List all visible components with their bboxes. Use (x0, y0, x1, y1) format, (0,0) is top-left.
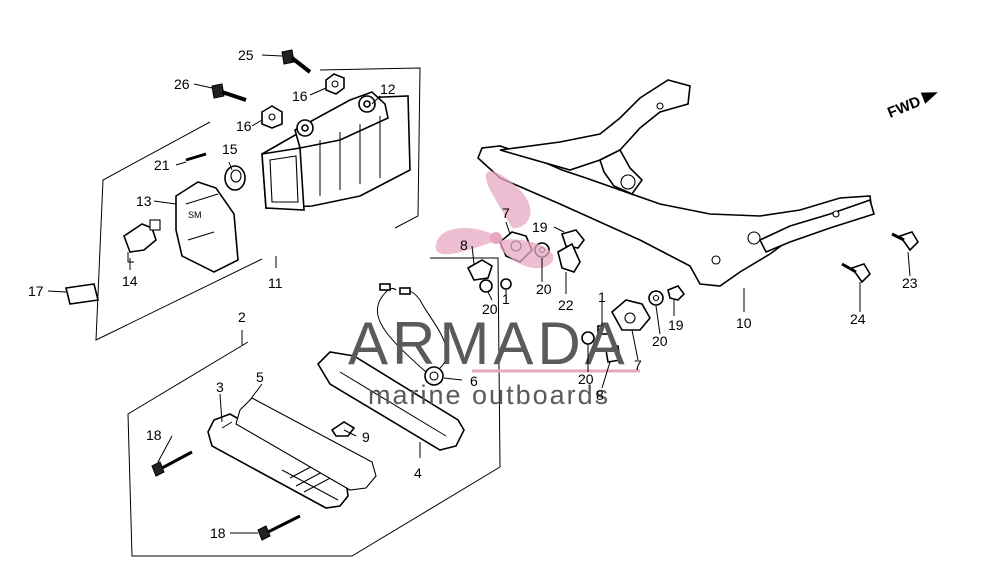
callout-18-lower: 18 (210, 525, 226, 541)
callout-15: 15 (222, 141, 238, 157)
callout-2: 2 (238, 309, 246, 325)
armada-watermark: ARMADA marine outboards (348, 171, 640, 410)
callout-26: 26 (174, 76, 190, 92)
callout-6: 6 (470, 373, 478, 389)
bolt-parts-right (841, 231, 920, 284)
bracket-assembly-group-box (95, 67, 421, 341)
callout-19-left: 19 (532, 219, 548, 235)
callout-1-left: 1 (502, 291, 510, 307)
callout-5: 5 (256, 369, 264, 385)
socket-part (123, 219, 161, 263)
callout-13: 13 (136, 193, 152, 209)
flange-nut-parts (261, 73, 345, 129)
screw-parts (151, 450, 301, 541)
callout-3: 3 (216, 379, 224, 395)
callout-17: 17 (28, 283, 44, 299)
callout-20-d: 20 (578, 371, 594, 387)
callout-11: 11 (268, 275, 283, 291)
pin-part (185, 152, 207, 162)
callout-20-c: 20 (652, 333, 668, 349)
callout-25: 25 (238, 47, 254, 63)
gasket-part (235, 397, 377, 491)
svg-text:FWD: FWD (885, 93, 923, 122)
label-part (65, 283, 99, 305)
right-mount-cluster (581, 285, 686, 363)
callout-labels: 25 26 16 12 16 15 21 13 14 11 17 2 3 5 1… (28, 47, 918, 541)
leader-lines (47, 54, 911, 534)
watermark-brand: ARMADA (348, 310, 629, 377)
license-light-group-box (127, 257, 501, 557)
callout-18-upper: 18 (146, 427, 162, 443)
callout-16-upper: 16 (292, 88, 308, 104)
callout-16-lower: 16 (236, 118, 252, 134)
propeller-logo (435, 171, 554, 269)
bulb-part (224, 165, 246, 191)
callout-1-right: 1 (598, 289, 606, 305)
wired-socket-part (376, 283, 448, 386)
callout-14: 14 (122, 273, 138, 289)
forward-direction-marker: FWD (885, 92, 938, 122)
callout-4: 4 (414, 465, 422, 481)
callout-10: 10 (736, 315, 752, 331)
callout-20-a: 20 (536, 281, 552, 297)
callout-12: 12 (380, 81, 396, 97)
callout-7-left: 7 (502, 205, 510, 221)
callout-9: 9 (362, 429, 370, 445)
light-housing-part (261, 91, 411, 211)
callout-7-right: 7 (634, 357, 642, 373)
callout-20-b: 20 (482, 301, 498, 317)
callout-22: 22 (558, 297, 574, 313)
callout-24: 24 (850, 311, 866, 327)
callout-8-right: 8 (596, 387, 604, 403)
callout-8-left: 8 (460, 237, 468, 253)
light-base-part (316, 351, 465, 451)
bolt-parts-upper (211, 49, 312, 102)
callout-19-right: 19 (668, 317, 684, 333)
light-case-part: SM (175, 181, 239, 273)
callout-23: 23 (902, 275, 918, 291)
watermark-tagline: marine outboards (368, 380, 610, 410)
callout-21: 21 (154, 157, 170, 173)
svg-text:SM: SM (188, 210, 202, 220)
frame-bracket-part (477, 79, 875, 287)
